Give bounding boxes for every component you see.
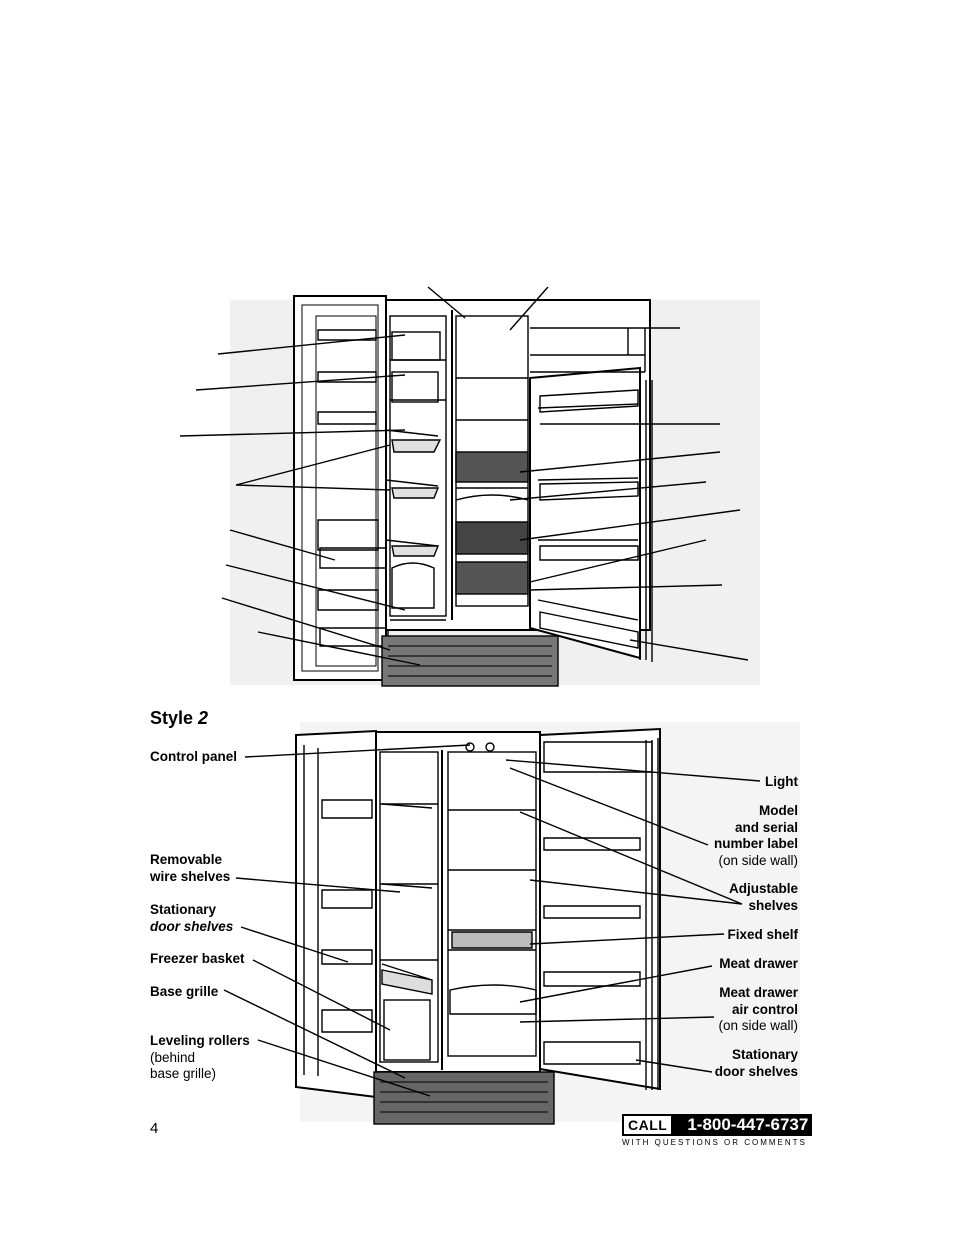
label-adjustable-line2: shelves — [748, 897, 798, 913]
label-leveling-rollers: Leveling rollers (behind base grille) — [150, 1033, 250, 1083]
label-stationary-left-line2: door shelves — [150, 918, 234, 934]
label-stationary-right-line1: Stationary — [731, 1047, 798, 1062]
phone-number: 1-800-447-6737 — [673, 1114, 813, 1136]
label-leveling-line1: Leveling rollers — [150, 1033, 250, 1048]
label-meat-air-line1: Meat drawer — [719, 985, 798, 1000]
style-heading: Style 2 — [150, 708, 208, 729]
label-removable-line1: Removable — [150, 852, 223, 867]
label-removable-wire-shelves: Removable wire shelves — [150, 852, 230, 885]
label-adjustable-shelves: Adjustable shelves — [729, 881, 798, 914]
label-adjustable-line1: Adjustable — [728, 881, 798, 896]
page-number: 4 — [150, 1120, 159, 1137]
label-meat-drawer: Meat drawer — [719, 956, 798, 971]
call-banner: CALL 1-800-447-6737 — [622, 1114, 813, 1136]
label-meat-air-line2: air control — [731, 1001, 798, 1017]
label-base-grille: Base grille — [150, 984, 219, 999]
call-label: CALL — [622, 1114, 682, 1136]
call-tagline: WITH QUESTIONS OR COMMENTS — [622, 1138, 807, 1147]
label-model-line3: number label — [713, 836, 798, 851]
style-1-diagram — [179, 286, 760, 687]
label-control-panel: Control panel — [150, 749, 237, 764]
label-removable-line2: wire shelves — [150, 868, 231, 884]
label-meat-drawer-air-control: Meat drawer air control (on side wall) — [718, 985, 798, 1035]
label-model-line1: Model — [759, 803, 798, 818]
label-leveling-note1: (behind — [150, 1049, 196, 1065]
label-fixed-shelf: Fixed shelf — [727, 927, 798, 942]
label-stationary-door-shelves-right: Stationary door shelves — [715, 1047, 798, 1080]
label-stationary-door-shelves-left: Stationary door shelves — [150, 902, 233, 935]
label-leveling-note2: base grille) — [150, 1066, 217, 1081]
label-model-serial: Model and serial number label (on side w… — [714, 803, 798, 869]
label-model-line2: and serial — [734, 819, 798, 835]
label-stationary-left-line1: Stationary — [150, 902, 217, 917]
label-meat-air-note: (on side wall) — [718, 1018, 798, 1033]
style-heading-number: 2 — [198, 708, 209, 728]
style-2-diagram — [223, 722, 800, 1125]
label-freezer-basket: Freezer basket — [150, 951, 245, 966]
style-heading-word: Style — [150, 708, 194, 728]
label-light: Light — [765, 774, 798, 789]
label-stationary-right-line2: door shelves — [714, 1063, 798, 1079]
label-model-note: (on side wall) — [718, 852, 798, 868]
